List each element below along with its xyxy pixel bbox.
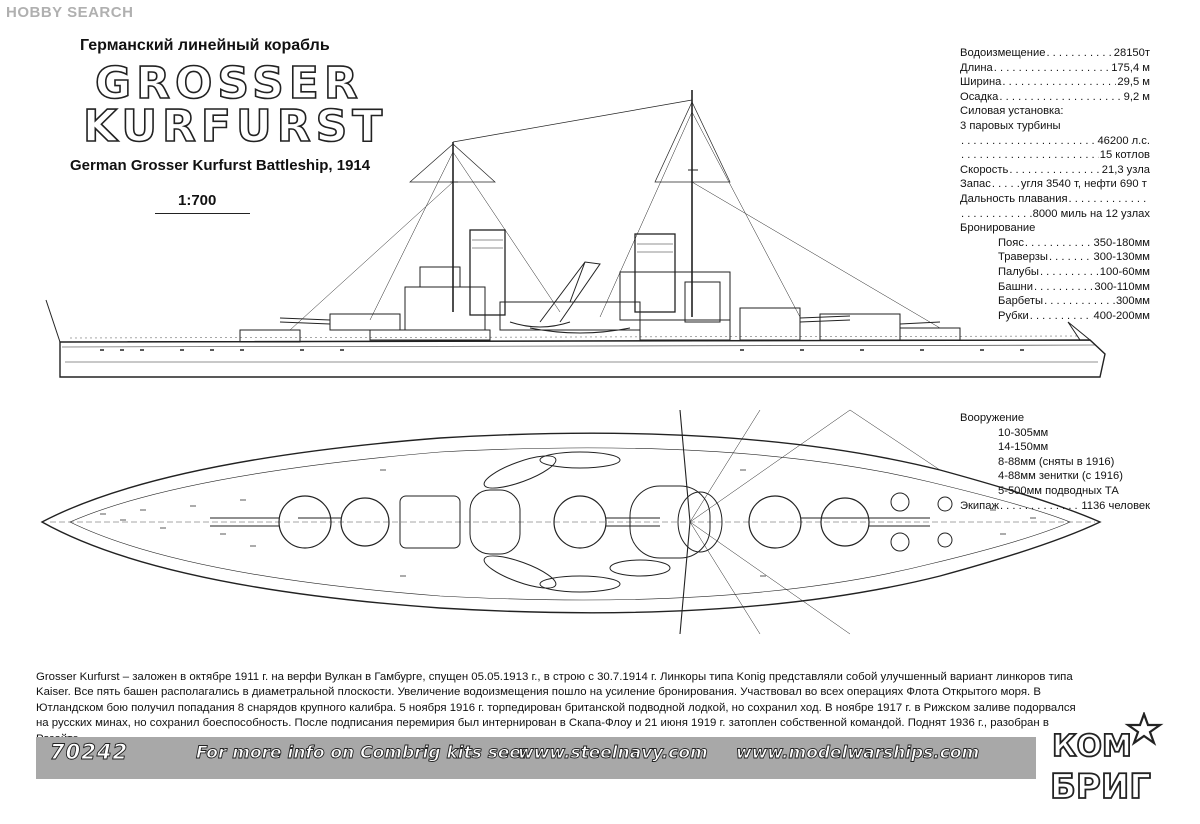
spec-value: 400-200мм	[1093, 309, 1150, 322]
subtitle-en: German Grosser Kurfurst Battleship, 1914	[70, 157, 371, 174]
title-line-2: KURFURST	[82, 101, 388, 152]
spec-value: 29,5 м	[1117, 76, 1150, 89]
spec-value: 28150т	[1113, 47, 1150, 59]
scale-label: 1:700	[178, 192, 217, 209]
armament-item: 4-88мм зенитки (с 1916)	[998, 470, 1123, 483]
spec-heading: Бронирование	[960, 222, 1036, 235]
spec-label: Запас	[960, 178, 991, 191]
spec-value: 46200 л.с.	[1097, 134, 1150, 147]
spec-row: Пояс 350-180мм	[960, 236, 1150, 251]
spec-row: Скорость 21,3 узла	[960, 163, 1150, 178]
logo-line-1: КОМ	[1052, 729, 1132, 764]
spec-row: Дальность плавания	[960, 192, 1150, 207]
spec-label: Длина	[960, 61, 993, 74]
footer-info-text: For more info on Combrig kits see:	[196, 743, 529, 764]
spec-row: Палубы 100-60мм	[960, 265, 1150, 280]
website-link-steelnavy: www.steelnavy.com	[518, 743, 709, 764]
crew-value: 1136 человек	[1081, 499, 1150, 512]
spec-row: 8000 миль на 12 узлах	[960, 207, 1150, 222]
crew-row: Экипаж 1136 человек	[960, 499, 1150, 514]
spec-row: Осадка 9,2 м	[960, 90, 1150, 105]
spec-row: 15 котлов	[960, 148, 1150, 163]
spec-value: 100-60мм	[1099, 265, 1150, 278]
armament-item: 5-500мм подводных ТА	[998, 484, 1119, 497]
spec-label: Барбеты	[998, 295, 1044, 308]
spec-label: Рубки	[998, 309, 1029, 322]
spec-row: 46200 л.с.	[960, 134, 1150, 149]
spec-value: 9,2 м	[1123, 90, 1150, 103]
armament-item: 10-305мм	[998, 426, 1049, 439]
footer-bar: 70242 For more info on Combrig kits see:…	[36, 737, 1036, 779]
spec-label: Палубы	[998, 265, 1039, 278]
spec-heading: Силовая установка:	[960, 105, 1064, 118]
spec-label: Водоизмещение	[960, 47, 1046, 59]
ship-plan-drawing	[40, 409, 1102, 635]
armament-item: 14-150мм	[998, 441, 1049, 454]
spec-label: Башни	[998, 280, 1033, 293]
spec-value: 300мм	[1115, 295, 1150, 308]
watermark: HOBBY SEARCH	[6, 4, 134, 21]
history-description: Grosser Kurfurst – заложен в октябре 191…	[36, 671, 1076, 745]
spec-row: Башни 300-110мм	[960, 280, 1150, 295]
armament: Вооружение 10-305мм 14-150мм 8-88мм (сня…	[960, 411, 1150, 513]
spec-value: 21,3 узла	[1101, 163, 1150, 176]
specifications: Водоизмещение 28150т Длина 175,4 м Ширина 2…	[960, 46, 1150, 323]
spec-label: Пояс	[998, 236, 1024, 249]
star-icon	[1124, 712, 1164, 746]
combrig-logo: КОМ БРИГ	[1049, 712, 1164, 808]
spec-value: 175,4 м	[1111, 61, 1150, 74]
ship-profile-drawing	[45, 90, 1106, 378]
logo-line-2: БРИГ	[1050, 767, 1151, 807]
spec-row: Ширина 29,5 м	[960, 75, 1150, 90]
spec-label: Траверзы	[998, 251, 1048, 264]
spec-value: 300-130мм	[1093, 251, 1150, 264]
spec-value: 350-180мм	[1093, 236, 1150, 249]
spec-row: Водоизмещение 28150т	[960, 46, 1150, 61]
website-link-modelwarships: www.modelwarships.com	[736, 743, 980, 764]
spec-row: Рубки 400-200мм	[960, 309, 1150, 324]
spec-row: Запас угля 3540 т, нефти 690 т	[960, 177, 1150, 192]
title-line-1: GROSSER	[94, 58, 363, 109]
armament-title: Вооружение	[960, 412, 1025, 424]
scale-rule	[155, 213, 250, 214]
spec-row: Барбеты 300мм	[960, 294, 1150, 309]
spec-label: Ширина	[960, 76, 1002, 89]
spec-value: 8000 миль на 12 узлах	[1032, 207, 1150, 220]
armament-item: 8-88мм (сняты в 1916)	[998, 455, 1115, 468]
spec-label: Осадка	[960, 90, 999, 103]
spec-value: угля 3540 т, нефти 690 т	[1020, 178, 1147, 191]
spec-row: Траверзы 300-130мм	[960, 250, 1150, 265]
spec-row: Длина 175,4 м	[960, 61, 1150, 76]
kit-number: 70242	[50, 740, 129, 765]
subtitle-ru: Германский линейный корабль	[80, 37, 330, 54]
spec-value: 300-110мм	[1094, 280, 1150, 293]
spec-label: Скорость	[960, 163, 1009, 176]
crew-label: Экипаж	[960, 499, 999, 512]
spec-value: 15 котлов	[1099, 149, 1150, 162]
spec-heading: 3 паровых турбины	[960, 119, 1061, 132]
spec-label: Дальность плавания	[960, 192, 1068, 205]
